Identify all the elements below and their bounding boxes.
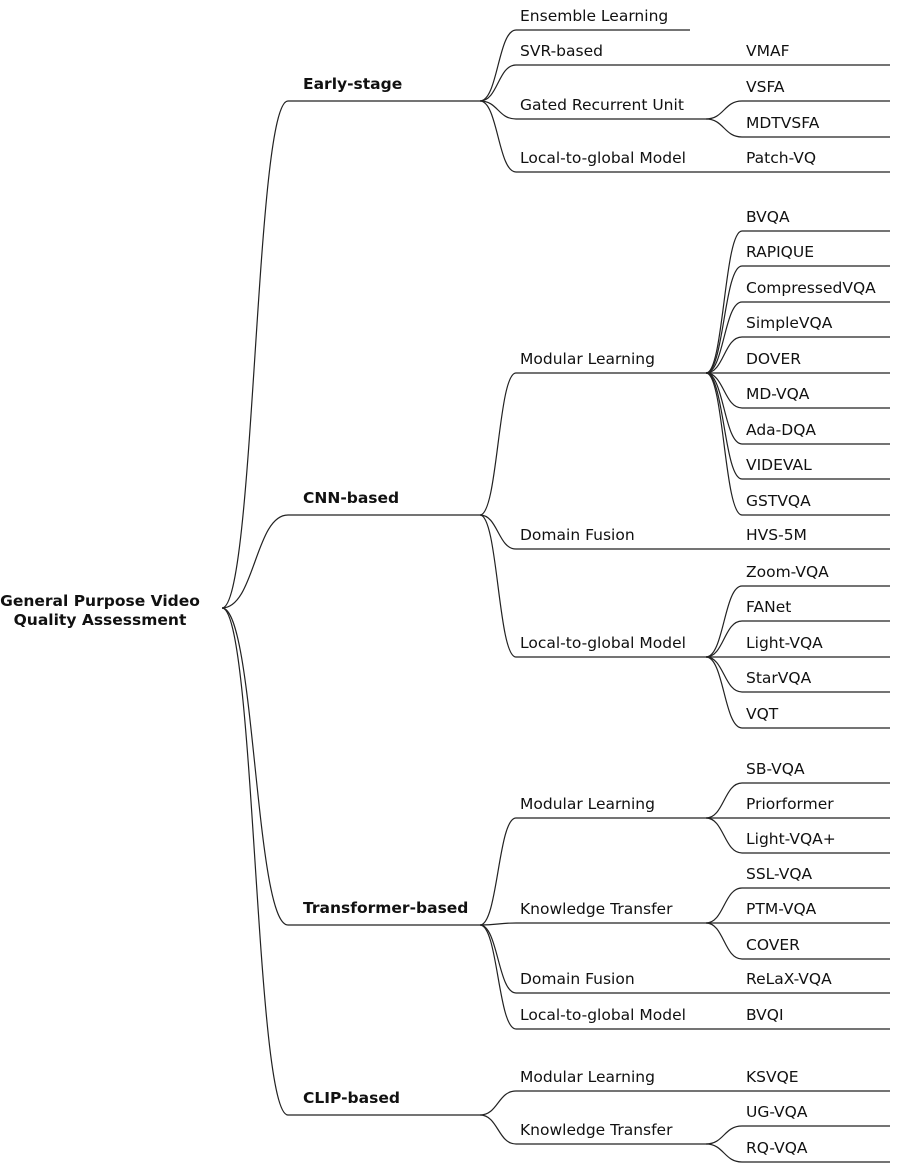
leaf-label: MDTVSFA xyxy=(746,114,820,132)
category-to-sub-edge xyxy=(479,29,517,102)
sub-label: Domain Fusion xyxy=(520,970,635,988)
leaf-label: Light-VQA+ xyxy=(746,830,836,848)
category-to-sub-edge xyxy=(479,100,517,120)
category-label: CNN-based xyxy=(303,489,399,507)
sub-to-leaf-edge xyxy=(705,100,743,120)
sub-to-leaf-edge xyxy=(705,301,743,374)
leaf-label: BVQA xyxy=(746,208,790,226)
category-to-sub-edge xyxy=(479,514,517,550)
leaf-label: FANet xyxy=(746,598,791,616)
category-to-sub-edge xyxy=(479,924,517,994)
root-to-category-edge xyxy=(221,514,289,609)
leaf-label: BVQI xyxy=(746,1006,784,1024)
sub-to-leaf-edge xyxy=(705,265,743,374)
leaf-label: RAPIQUE xyxy=(746,243,814,261)
sub-to-leaf-edge xyxy=(705,656,743,693)
sub-to-leaf-edge xyxy=(705,336,743,374)
category-label: Transformer-based xyxy=(303,899,468,917)
sub-to-leaf-edge xyxy=(705,887,743,924)
category-to-sub-edge xyxy=(479,924,517,1030)
category-to-sub-edge xyxy=(479,922,517,926)
leaf-label: Ada-DQA xyxy=(746,421,816,439)
root-to-category-edge xyxy=(221,100,289,609)
leaf-label: COVER xyxy=(746,936,800,954)
sub-to-leaf-edge xyxy=(705,118,743,138)
sub-to-leaf-edge xyxy=(705,230,743,374)
sub-to-leaf-edge xyxy=(705,372,743,516)
root-to-category-edge xyxy=(221,607,289,926)
sub-label: Local-to-global Model xyxy=(520,149,686,167)
category-to-sub-edge xyxy=(479,64,517,102)
sub-label: Knowledge Transfer xyxy=(520,1121,673,1139)
category-to-sub-edge xyxy=(479,514,517,658)
sub-to-leaf-edge xyxy=(705,1143,743,1163)
leaf-label: GSTVQA xyxy=(746,492,811,510)
sub-label: Domain Fusion xyxy=(520,526,635,544)
category-to-sub-edge xyxy=(479,1090,517,1116)
leaf-label: Priorformer xyxy=(746,795,834,813)
sub-to-leaf-edge xyxy=(705,782,743,819)
leaf-label: VQT xyxy=(746,705,779,723)
leaf-label: RQ-VQA xyxy=(746,1139,808,1157)
leaf-label: HVS-5M xyxy=(746,526,807,544)
sub-label: Local-to-global Model xyxy=(520,634,686,652)
leaf-label: StarVQA xyxy=(746,669,812,687)
category-label: CLIP-based xyxy=(303,1089,400,1107)
sub-label: Local-to-global Model xyxy=(520,1006,686,1024)
leaf-label: SB-VQA xyxy=(746,760,805,778)
leaf-label: PTM-VQA xyxy=(746,900,817,918)
root-label-line-1: General Purpose Video xyxy=(0,592,200,610)
leaf-label: DOVER xyxy=(746,350,801,368)
sub-to-leaf-edge xyxy=(705,585,743,658)
sub-label: Modular Learning xyxy=(520,795,655,813)
leaf-label: Light-VQA xyxy=(746,634,823,652)
leaf-label: VIDEVAL xyxy=(746,456,812,474)
sub-label: SVR-based xyxy=(520,42,603,60)
category-to-sub-edge xyxy=(479,817,517,926)
root-label-line-2: Quality Assessment xyxy=(14,611,187,629)
sub-label: Modular Learning xyxy=(520,350,655,368)
sub-to-leaf-edge xyxy=(705,620,743,658)
sub-to-leaf-edge xyxy=(705,817,743,854)
leaf-label: CompressedVQA xyxy=(746,279,876,297)
sub-to-leaf-edge xyxy=(705,372,743,480)
tree-edges xyxy=(221,29,890,1163)
leaf-label: VSFA xyxy=(746,78,785,96)
sub-label: Gated Recurrent Unit xyxy=(520,96,684,114)
leaf-label: SimpleVQA xyxy=(746,314,833,332)
sub-to-leaf-edge xyxy=(705,922,743,960)
category-to-sub-edge xyxy=(479,1114,517,1145)
leaf-label: MD-VQA xyxy=(746,385,810,403)
category-to-sub-edge xyxy=(479,100,517,173)
sub-to-leaf-edge xyxy=(705,1125,743,1145)
leaf-label: Patch-VQ xyxy=(746,149,816,167)
leaf-label: VMAF xyxy=(746,42,790,60)
category-to-sub-edge xyxy=(479,372,517,516)
sub-label: Ensemble Learning xyxy=(520,7,668,25)
leaf-label: Zoom-VQA xyxy=(746,563,829,581)
leaf-label: KSVQE xyxy=(746,1068,799,1086)
leaf-label: UG-VQA xyxy=(746,1103,808,1121)
sub-label: Knowledge Transfer xyxy=(520,900,673,918)
root-to-category-edge xyxy=(221,607,289,1116)
category-label: Early-stage xyxy=(303,75,402,93)
leaf-label: SSL-VQA xyxy=(746,865,813,883)
leaf-label: ReLaX-VQA xyxy=(746,970,832,988)
sub-to-leaf-edge xyxy=(705,656,743,729)
sub-label: Modular Learning xyxy=(520,1068,655,1086)
sub-to-leaf-edge xyxy=(705,372,743,445)
